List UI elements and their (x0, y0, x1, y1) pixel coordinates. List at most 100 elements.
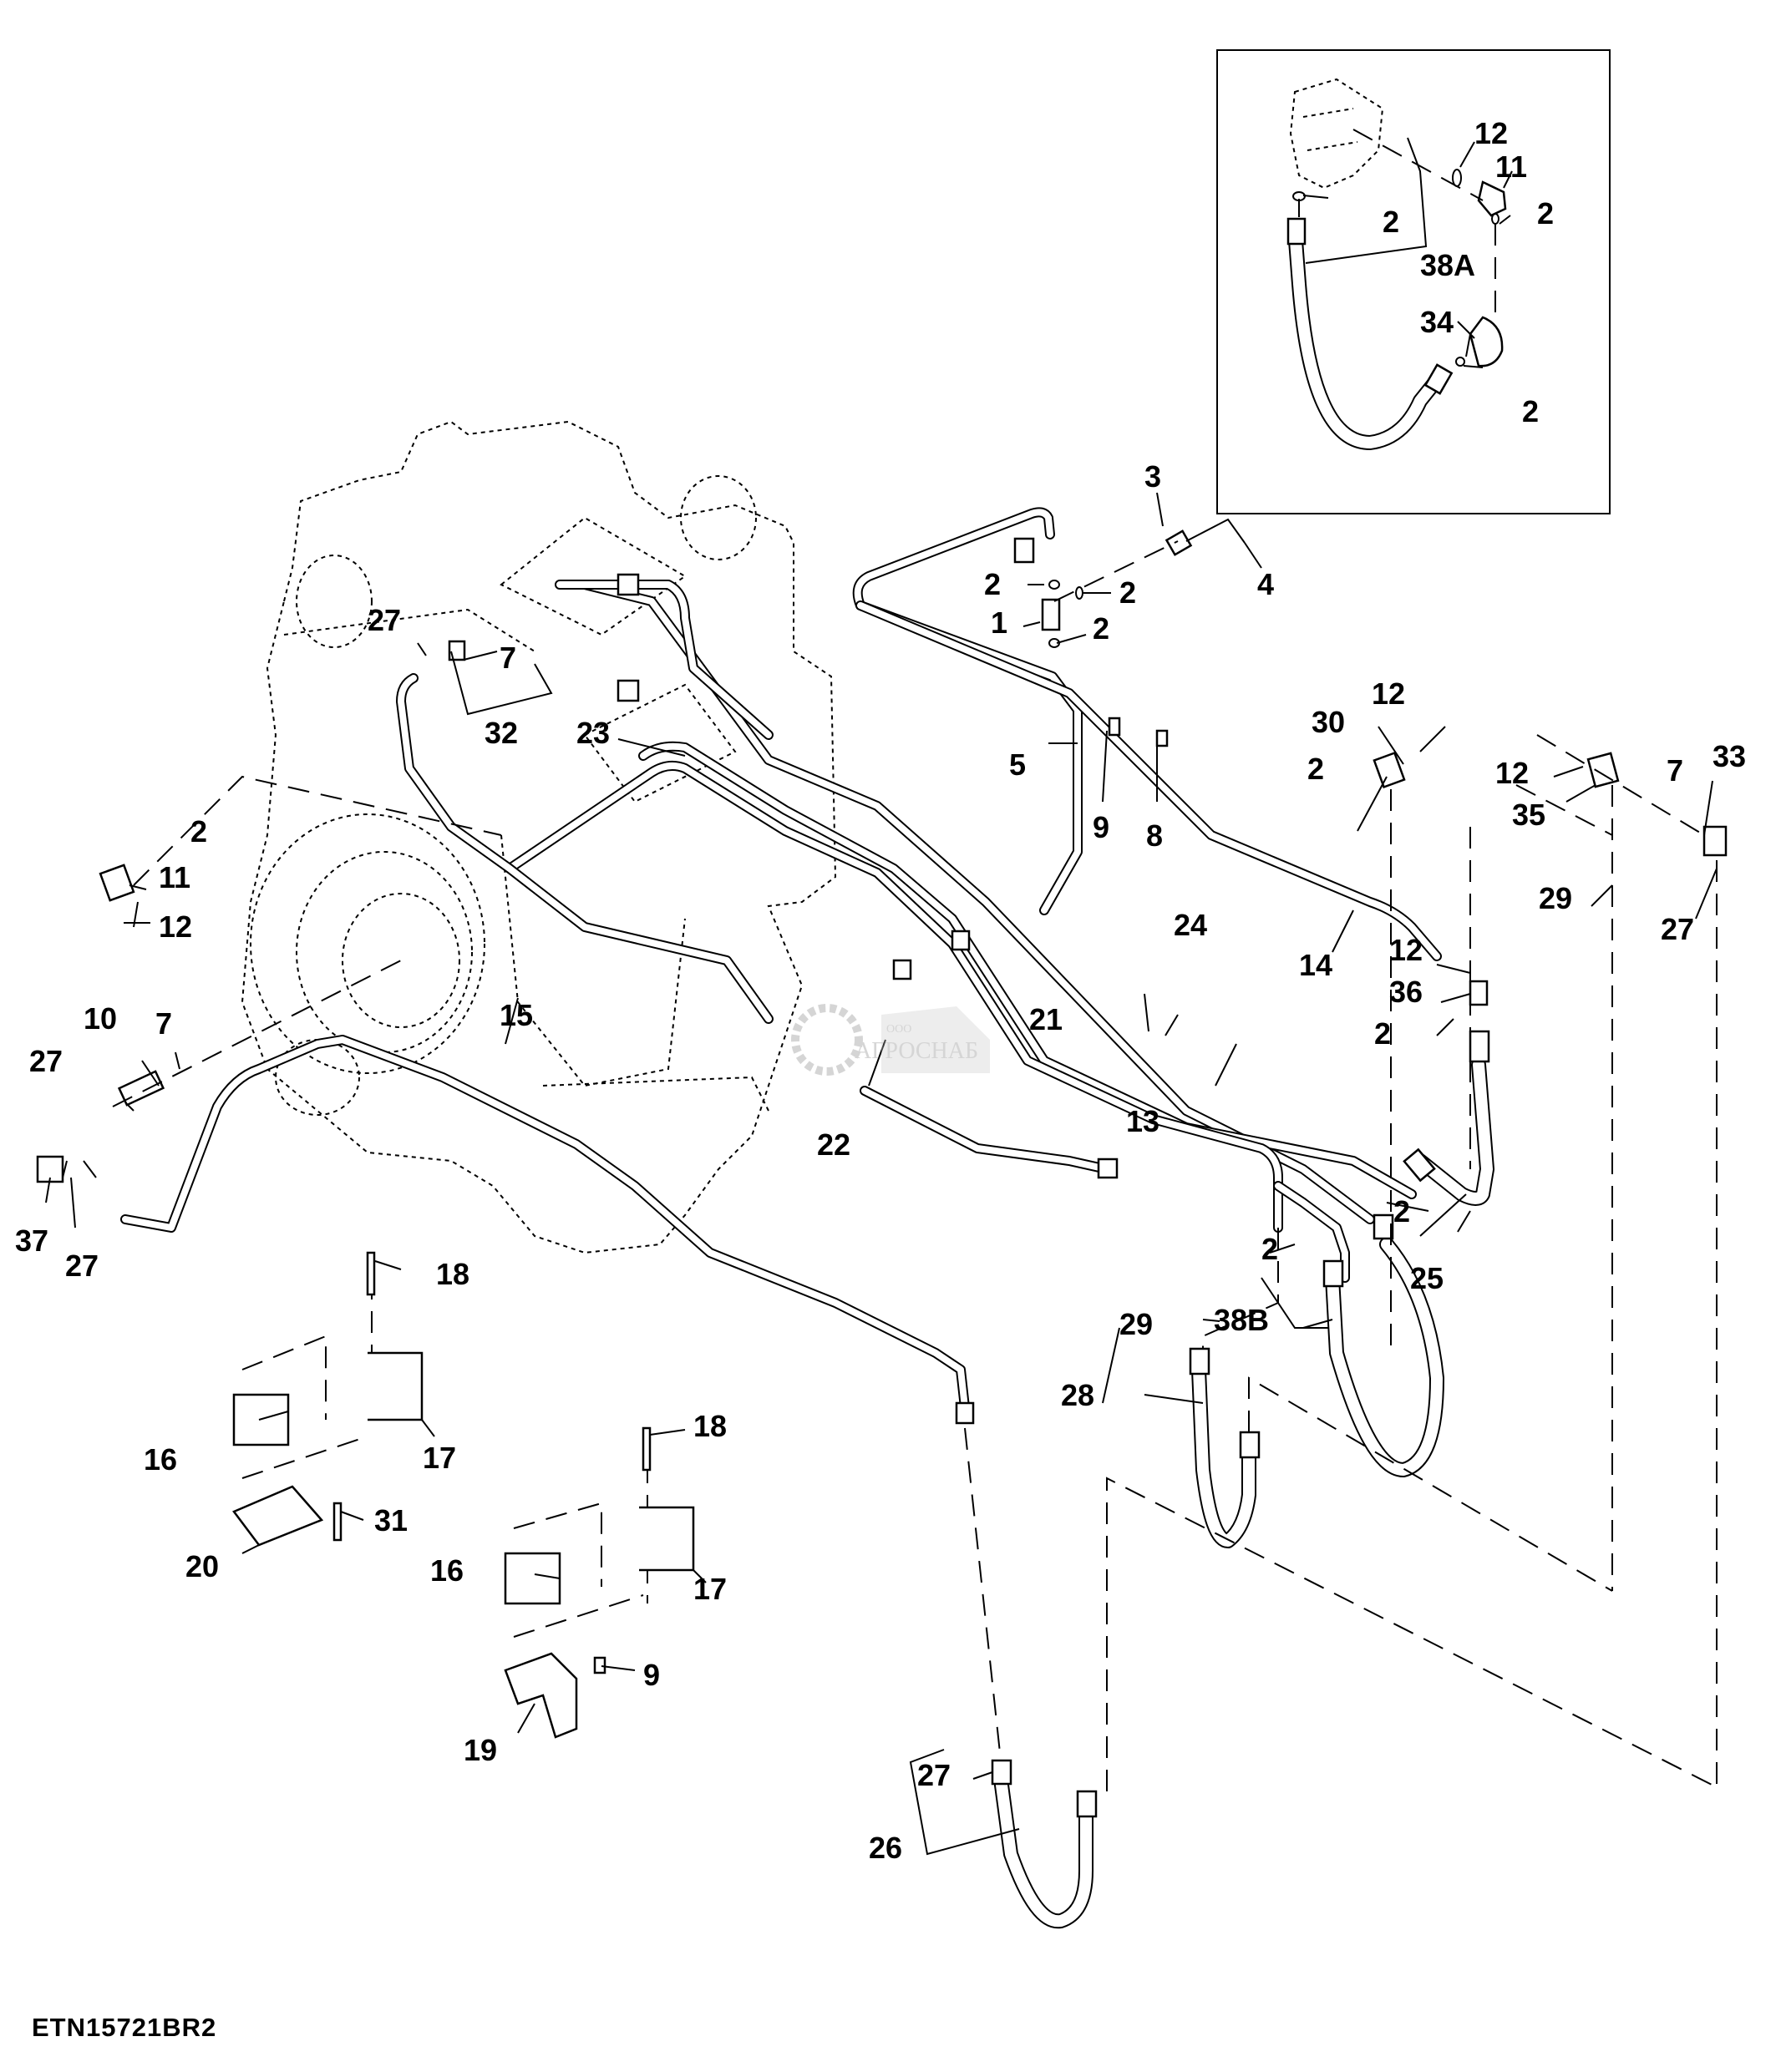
callout-2: 2 (984, 567, 1001, 601)
callout-2: 2 (1374, 1016, 1391, 1051)
callout-26: 26 (869, 1831, 902, 1865)
fitting-30 (1373, 751, 1406, 789)
tube-lines (120, 507, 1442, 1425)
combine-harvester-icon (881, 1006, 990, 1073)
elbow-fitting-34 (1469, 316, 1504, 367)
fitting-11 (99, 864, 135, 902)
callout-27: 27 (368, 603, 401, 637)
callout-7: 7 (500, 641, 516, 675)
callout-31: 31 (374, 1503, 408, 1538)
inset-frame (1216, 49, 1611, 514)
callout-8: 8 (1146, 818, 1163, 853)
callout-22: 22 (817, 1127, 850, 1162)
tube-14 (855, 600, 1442, 961)
callout-inset-38a: 38A (1420, 248, 1475, 282)
callout-12: 12 (1389, 933, 1423, 967)
callout-1: 1 (991, 605, 1007, 640)
callout-2: 2 (1393, 1194, 1410, 1229)
tube-22 (860, 1086, 1112, 1174)
callout-2: 2 (190, 814, 207, 849)
callout-20: 20 (185, 1549, 219, 1583)
gear-icon (791, 1004, 990, 1076)
callout-27: 27 (29, 1044, 63, 1078)
callout-inset-34: 34 (1420, 305, 1454, 339)
callout-inset-2b: 2 (1383, 205, 1399, 239)
callout-27: 27 (65, 1249, 99, 1283)
assembly-lines (112, 540, 1718, 1791)
callout-7: 7 (155, 1006, 172, 1041)
bolt-18b (642, 1426, 652, 1472)
callout-18: 18 (693, 1409, 727, 1443)
fittings (36, 518, 1728, 1183)
callout-2: 2 (1119, 575, 1136, 610)
inset-detail: 12 11 2 2 38A 34 2 (1216, 49, 1611, 514)
callout-12: 12 (1495, 756, 1529, 790)
callout-11: 11 (159, 860, 190, 894)
callout-25: 25 (1410, 1261, 1444, 1295)
bolt-31 (332, 1502, 343, 1542)
callout-inset-2a: 2 (1537, 196, 1554, 231)
tee-fitting-1 (1041, 598, 1061, 631)
callout-16: 16 (430, 1553, 464, 1588)
callout-4: 4 (1257, 567, 1274, 601)
callout-19: 19 (464, 1733, 497, 1767)
fitting-35 (1586, 752, 1620, 788)
callout-2: 2 (1261, 1232, 1278, 1266)
callout-35: 35 (1512, 798, 1545, 832)
fitting-36 (1469, 980, 1489, 1006)
callout-32: 32 (485, 716, 518, 750)
callout-18: 18 (436, 1257, 469, 1291)
clip-8 (1155, 729, 1169, 747)
callout-5: 5 (1009, 747, 1026, 782)
callout-9: 9 (1093, 810, 1109, 844)
hose-fitting (1286, 217, 1307, 246)
callout-38b: 38B (1214, 1303, 1269, 1337)
callout-24: 24 (1174, 908, 1207, 942)
fitting-3 (1165, 529, 1193, 556)
callout-17: 17 (423, 1441, 456, 1475)
clamp-block-16b (504, 1552, 561, 1605)
bolt-18a (366, 1251, 376, 1296)
callouts: 3 4 2 2 1 2 27 7 32 23 5 2 11 12 9 8 30 … (15, 459, 1746, 1865)
callout-27: 27 (917, 1758, 951, 1792)
callout-30: 30 (1312, 705, 1345, 739)
bracket-17a (368, 1351, 424, 1421)
fitting-37 (36, 1155, 64, 1183)
callout-28: 28 (1061, 1378, 1094, 1412)
bracket-17b (639, 1506, 695, 1572)
callout-3: 3 (1144, 459, 1161, 494)
watermark-logo: ООО АГРОСНАБ (789, 990, 1007, 1098)
bracket-19 (504, 1652, 578, 1739)
fitting-32 (448, 640, 466, 661)
callout-27: 27 (1661, 912, 1694, 946)
bolt-9 (1108, 717, 1121, 737)
callout-15: 15 (500, 998, 533, 1032)
callout-29: 29 (1539, 881, 1572, 915)
callout-inset-11: 11 (1495, 149, 1527, 184)
callout-17: 17 (693, 1572, 727, 1606)
callout-14: 14 (1299, 948, 1332, 982)
valve-block-ghost (1289, 78, 1384, 190)
callout-9: 9 (643, 1658, 660, 1692)
transmission-housing-ghost (241, 420, 837, 1254)
leader-lines (45, 492, 1718, 1856)
callout-33: 33 (1713, 739, 1746, 773)
callout-2: 2 (1093, 611, 1109, 646)
callout-inset-2c: 2 (1522, 394, 1539, 428)
callout-37: 37 (15, 1223, 48, 1258)
brackets (232, 1251, 695, 1739)
watermark-prefix: ООО (886, 1023, 912, 1036)
callout-12: 12 (159, 909, 192, 944)
fitting-33 (1702, 825, 1728, 857)
callout-13: 13 (1126, 1104, 1159, 1138)
fitting-10 (117, 1070, 165, 1107)
callout-36: 36 (1389, 975, 1423, 1009)
callout-29: 29 (1119, 1307, 1153, 1341)
callout-7: 7 (1667, 753, 1683, 788)
drawing-id: ETN15721BR2 (32, 2013, 217, 2042)
callout-inset-12: 12 (1474, 116, 1508, 150)
bolt-9b (593, 1656, 606, 1674)
callout-2: 2 (1307, 752, 1324, 786)
callout-10: 10 (84, 1001, 117, 1036)
